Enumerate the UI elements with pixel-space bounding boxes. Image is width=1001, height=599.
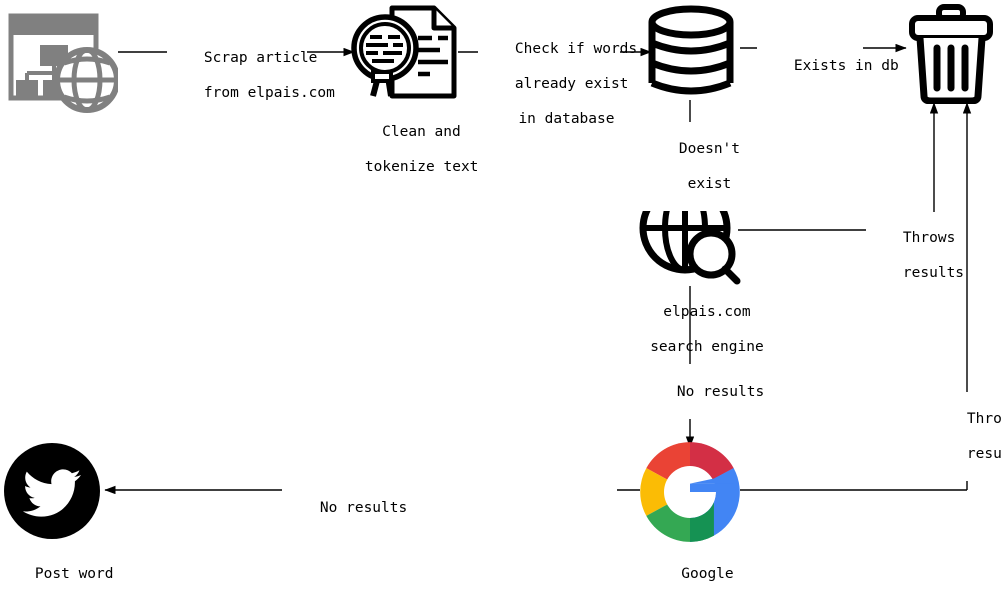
edge-label-google-noresults: No results — [283, 482, 407, 535]
edge-label-elpais-throws: Throws results — [866, 212, 964, 300]
node-elpais-search-label-line1: elpais.com — [663, 303, 751, 320]
node-elpais-search-label-line2: search engine — [650, 338, 764, 355]
node-google-search-label-line1: Google — [681, 565, 734, 582]
edge-label-doesnt-exist-line1: Doesn't — [678, 140, 741, 157]
node-elpais-search-label: elpais.com search engine — [612, 286, 767, 374]
edge-label-elpais-noresults-line1: No results — [676, 383, 765, 400]
node-trash[interactable] — [908, 4, 994, 105]
edge-label-check: Check if words already exist in database — [478, 23, 637, 146]
edge-label-exists: Exists in db — [757, 40, 899, 93]
database-cylinder-icon — [648, 5, 734, 95]
edge-label-google-throws-line1: Throws — [966, 410, 1001, 427]
node-twitter[interactable] — [3, 442, 101, 540]
edge-label-doesnt-exist: Doesn't exist — [640, 123, 744, 211]
edge-label-check-line3: in database — [518, 110, 615, 127]
edge-label-google-throws: Throws results — [930, 393, 1001, 481]
node-database[interactable] — [645, 5, 737, 100]
edge-label-elpais-noresults: No results — [640, 366, 764, 419]
google-logo-icon — [640, 442, 740, 542]
node-tokenizer-label: Clean and tokenize text — [330, 106, 479, 194]
node-scraper[interactable] — [6, 10, 120, 115]
node-google-search-label: Google programmable search engine — [610, 548, 770, 599]
edge-label-check-line2: already exist — [514, 75, 629, 92]
edge-label-scrape-line2: from elpais.com — [203, 84, 335, 101]
edge-label-check-line1: Check if words — [514, 40, 638, 57]
node-tokenizer-label-line2: tokenize text — [364, 158, 479, 175]
edge-label-scrape-line1: Scrap article — [203, 49, 318, 66]
edge-label-google-noresults-line1: No results — [319, 499, 408, 516]
edge-label-exists-line1: Exists in db — [793, 57, 899, 74]
edge-label-google-throws-line2: results — [966, 445, 1001, 462]
node-twitter-label: Post word in Twitter — [0, 548, 114, 599]
trash-can-icon — [909, 4, 993, 105]
node-google-search[interactable] — [638, 440, 742, 544]
website-sitemap-globe-icon — [8, 13, 120, 113]
node-twitter-label-line1: Post word — [34, 565, 114, 582]
edge-label-scrape: Scrap article from elpais.com — [167, 32, 335, 120]
document-magnifier-icon — [351, 5, 457, 99]
node-tokenizer[interactable] — [348, 4, 460, 102]
twitter-bird-icon — [4, 443, 100, 539]
edge-label-elpais-throws-line1: Throws — [902, 229, 956, 246]
edge-label-doesnt-exist-line2: exist — [687, 175, 732, 192]
node-tokenizer-label-line1: Clean and — [382, 123, 461, 140]
edge-label-elpais-throws-line2: results — [902, 264, 965, 281]
